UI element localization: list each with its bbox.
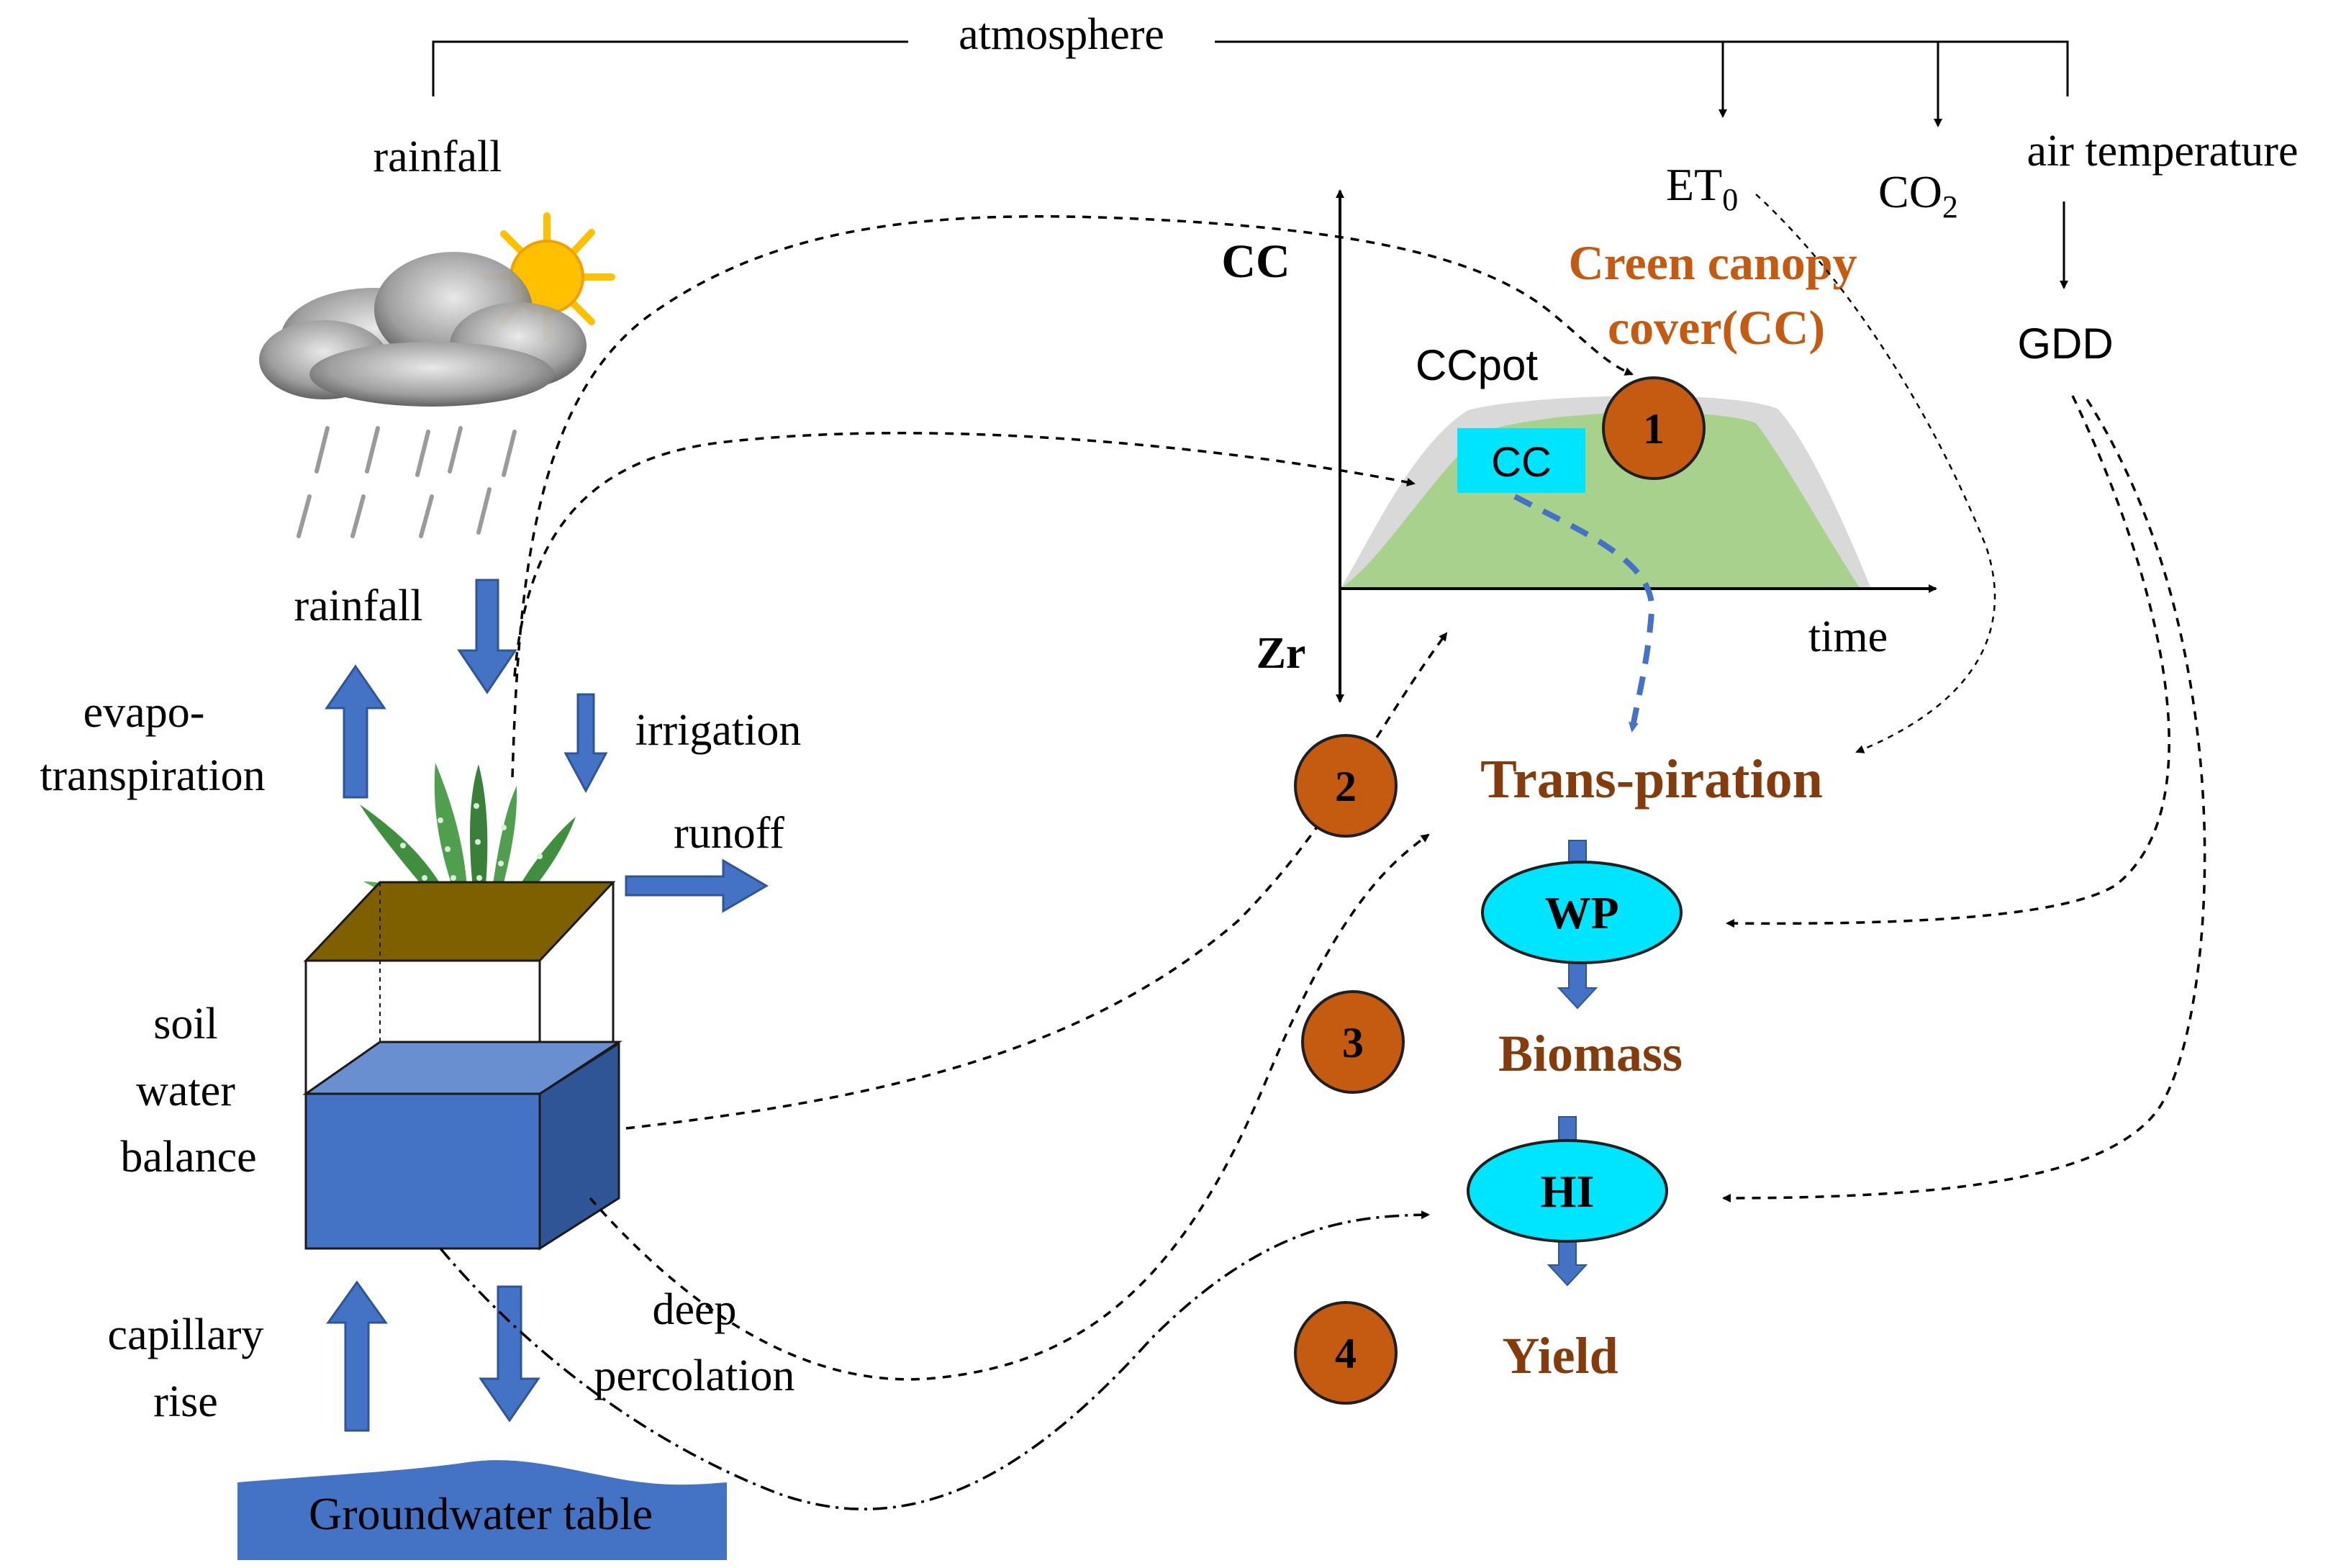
soil-surface [303,881,616,962]
gdd-label: GDD [2017,320,2113,368]
atmosphere-bracket [432,40,2069,127]
gdd-to-wp-arrow [1726,395,2170,928]
rain-streaks-icon [296,426,517,538]
gdd-to-hi-arrow [1722,399,2206,1202]
groundwater-label: Groundwater table [309,1488,653,1539]
soil-water-balance-line2: water [136,1066,235,1115]
block-arrows [325,579,769,1432]
plant-to-canopy-arrow [511,214,1634,778]
co2-subscript: 2 [1942,189,1958,225]
groundwater-table [237,1460,727,1560]
percolation-to-transpiration-arrow [589,833,1430,1381]
deep-percolation-line1: deep [652,1285,736,1334]
evapotranspiration-up-arrow [325,664,386,799]
influence-arrows [511,194,2206,1381]
hi-label: HI [1541,1166,1595,1217]
step-4-circle [1294,1301,1398,1405]
et0-to-transpiration-arrow [1755,194,1996,753]
evapotranspiration-label-line2: transpiration [40,751,265,800]
et0-main: ET [1666,159,1722,210]
ccpot-label: CCpot [1416,341,1538,389]
capillary-rise-line1: capillary [108,1310,264,1359]
soil-water-balance-line3: balance [120,1133,256,1182]
air-temperature-label: air temperature [2027,127,2299,176]
groundwater-to-hi-arrow [439,1210,1430,1510]
evapotranspiration-label-line1: evapo- [83,688,205,737]
wp-label: WP [1544,887,1618,938]
rainfall-label: rainfall [294,581,422,630]
cc-box [1457,428,1585,493]
rainfall-top-label: rainfall [373,132,502,181]
soil-water-cube [302,881,623,1251]
soil-to-root-arrow [625,632,1448,1130]
canopy-chart: CC Zr time CCpot CC Creen canopy cover(C… [1221,189,1937,703]
co2-main: CO [1878,166,1942,217]
yield-label: Yield [1502,1327,1618,1385]
cc-axis-label: CC [1221,235,1290,288]
cc-box-label: CC [1491,439,1552,486]
step-1-label: 1 [1643,405,1665,453]
capillary-rise-line2: rise [153,1377,218,1426]
step-2-label: 2 [1335,763,1357,810]
deep-percolation-down-arrow [479,1285,540,1423]
deep-percolation-line2: percolation [594,1351,795,1400]
rainfall-down-arrow [457,579,517,694]
step-circles: 1 2 3 4 [1294,376,1706,1405]
zr-axis-label: Zr [1256,629,1306,678]
step-3-label: 3 [1342,1019,1364,1066]
runoff-label: runoff [674,809,784,858]
cloud-icon [259,252,587,407]
canopy-title-line1: Creen canopy [1568,235,1857,290]
step-1-circle [1602,376,1706,480]
transpiration-label: Trans-piration [1480,749,1823,810]
et0-subscript: 0 [1722,182,1738,217]
irrigation-label: irrigation [635,706,802,755]
hi-ellipse [1467,1139,1668,1243]
co2-label: CO2 [1878,166,1958,225]
runoff-right-arrow [625,858,769,913]
irrigation-down-arrow [563,693,608,794]
wp-to-biomass-arrow [1557,960,1598,1010]
step-2-circle [1294,734,1398,838]
wp-ellipse [1481,861,1683,964]
step-3-circle [1301,990,1405,1094]
hi-to-yield-arrow [1547,1236,1588,1287]
et0-label: ET0 [1666,159,1738,217]
water-front [304,1092,541,1250]
rainfall-to-canopy-arrow [513,432,1416,677]
soil-water-balance-line1: soil [153,1000,218,1048]
time-axis-label: time [1808,612,1888,661]
atmosphere-label: atmosphere [959,10,1164,59]
step-4-label: 4 [1335,1330,1357,1377]
biomass-label: Biomass [1498,1025,1683,1082]
capillary-rise-up-arrow [326,1280,388,1432]
canopy-title-line2: cover(CC) [1608,300,1825,355]
